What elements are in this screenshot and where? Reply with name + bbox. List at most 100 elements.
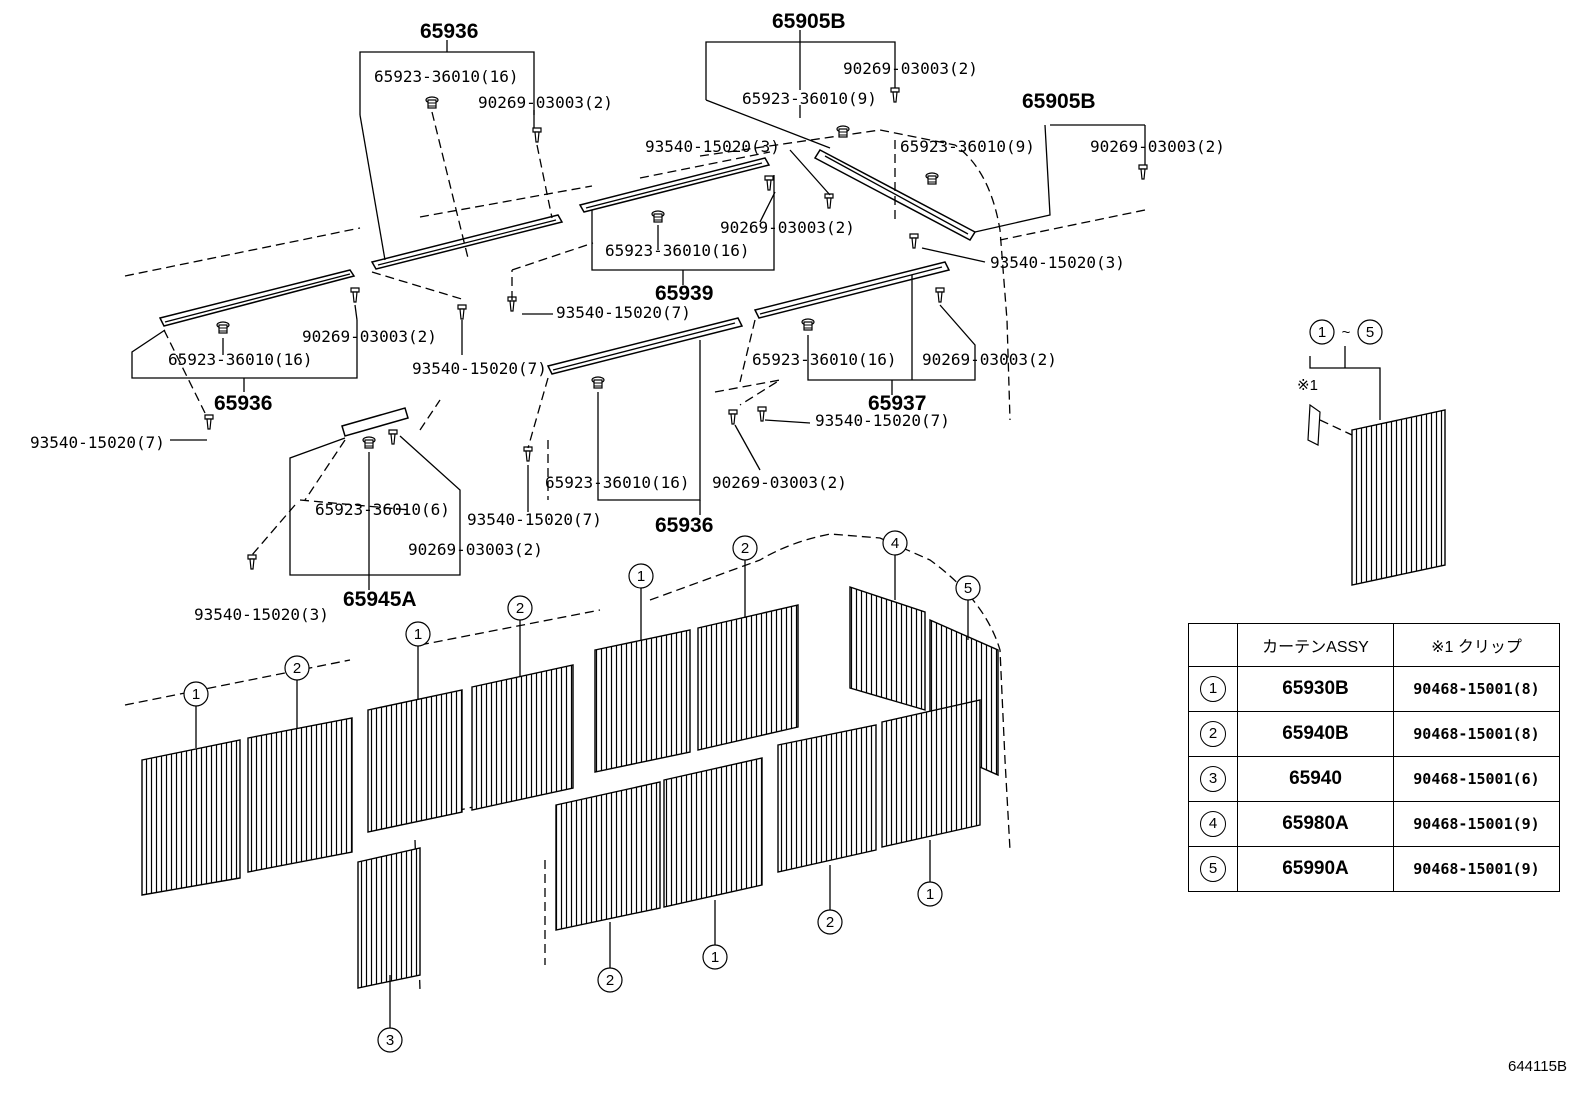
- legend-assy: 65930B: [1237, 666, 1394, 712]
- rail-65936-left: [158, 269, 356, 327]
- rail-65905B: [813, 149, 977, 241]
- legend-clip: 90468-15001(8): [1393, 711, 1560, 757]
- label-bolt-7-e: 93540-15020(7): [467, 510, 602, 529]
- label-screw-2-e: 90269-03003(2): [302, 327, 437, 346]
- label-clip-16-b: 65923-36010(16): [605, 241, 750, 260]
- label-clip-16-e: 65923-36010(16): [545, 473, 690, 492]
- rail-65936-lower: [546, 317, 744, 375]
- rail-65936-mid: [370, 214, 564, 270]
- legend-row: 4 65980A 90468-15001(9): [1188, 801, 1560, 847]
- label-clip-16-d: 65923-36010(16): [752, 350, 897, 369]
- svg-text:5: 5: [964, 580, 972, 597]
- label-screw-2-a: 90269-03003(2): [478, 93, 613, 112]
- callout-2: 2: [597, 967, 623, 993]
- svg-text:~: ~: [1342, 324, 1351, 341]
- legend-assy: 65990A: [1237, 846, 1394, 892]
- curtain-legend-table: カーテンASSY ※1 クリップ 1 65930B 90468-15001(8)…: [1188, 623, 1560, 892]
- legend-header-assy: カーテンASSY: [1237, 623, 1394, 667]
- label-screw-2-f: 90269-03003(2): [922, 350, 1057, 369]
- part-labels: 65936 65905B 65923-36010(16) 90269-03003…: [30, 10, 1225, 624]
- label-bolt-3-c: 93540-15020(3): [194, 605, 329, 624]
- label-65936-left: 65936: [214, 392, 272, 415]
- legend-row: 3 65940 90468-15001(6): [1188, 756, 1560, 802]
- legend-header-clip: ※1 クリップ: [1393, 623, 1560, 667]
- callout-1: 1: [405, 621, 431, 647]
- label-screw-2-b: 90269-03003(2): [843, 59, 978, 78]
- callout-leaders: [195, 346, 1381, 1028]
- svg-text:1: 1: [192, 686, 200, 703]
- legend-assy: 65940B: [1237, 711, 1394, 757]
- label-65936-lower: 65936: [655, 514, 713, 537]
- callout-4: 4: [882, 530, 908, 556]
- svg-text:1: 1: [711, 949, 719, 966]
- label-screw-2-d: 90269-03003(2): [720, 218, 855, 237]
- legend-row: 5 65990A 90468-15001(9): [1188, 846, 1560, 892]
- callout-1: 1: [628, 563, 654, 589]
- legend-num: 3: [1188, 756, 1238, 802]
- svg-text:3: 3: [386, 1032, 394, 1049]
- label-65939: 65939: [655, 282, 713, 305]
- svg-text:5: 5: [1366, 324, 1374, 341]
- callout-2: 2: [817, 909, 843, 935]
- rail-65937: [753, 261, 951, 319]
- legend-header-num: [1188, 623, 1238, 667]
- rail-65939: [578, 157, 771, 213]
- label-screw-2-c: 90269-03003(2): [1090, 137, 1225, 156]
- callout-1: 1: [917, 881, 943, 907]
- bracket-65945A: [341, 407, 409, 437]
- legend-clip: 90468-15001(9): [1393, 801, 1560, 847]
- callout-2: 2: [732, 535, 758, 561]
- label-65905B-right: 65905B: [1022, 90, 1096, 113]
- panel-callouts: 1 2 1 2 1 2 4 5 3 2 1 2 1 1 ~ 5 ※1: [183, 319, 1383, 1053]
- label-screw-2-h: 90269-03003(2): [408, 540, 543, 559]
- legend-row: 2 65940B 90468-15001(8): [1188, 711, 1560, 757]
- label-65937: 65937: [868, 392, 926, 415]
- legend-assy: 65940: [1237, 756, 1394, 802]
- legend-header-row: カーテンASSY ※1 クリップ: [1188, 623, 1560, 667]
- legend-row: 1 65930B 90468-15001(8): [1188, 666, 1560, 712]
- curtain-panels: [141, 409, 1446, 989]
- legend-num: 2: [1188, 711, 1238, 757]
- label-bolt-3-a: 93540-15020(3): [645, 137, 780, 156]
- label-clip-16-c: 65923-36010(16): [168, 350, 313, 369]
- svg-text:2: 2: [826, 914, 834, 931]
- callout-2: 2: [284, 655, 310, 681]
- legend-clip: 90468-15001(8): [1393, 666, 1560, 712]
- note-mark-clip: ※1: [1297, 377, 1318, 394]
- svg-text:1: 1: [414, 626, 422, 643]
- svg-text:1: 1: [637, 568, 645, 585]
- label-bolt-7-c: 93540-15020(7): [30, 433, 165, 452]
- svg-text:4: 4: [891, 535, 899, 552]
- callout-5: 5: [955, 575, 981, 601]
- label-bolt-3-b: 93540-15020(3): [990, 253, 1125, 272]
- callout-1: 1: [183, 681, 209, 707]
- callout-3: 3: [377, 1027, 403, 1053]
- svg-text:2: 2: [606, 972, 614, 989]
- catalog-code: 644115B: [1508, 1058, 1567, 1075]
- label-clip-9-a: 65923-36010(9): [742, 89, 877, 108]
- svg-text:2: 2: [741, 540, 749, 557]
- legend-num: 4: [1188, 801, 1238, 847]
- svg-text:2: 2: [516, 600, 524, 617]
- label-clip-16-a: 65923-36010(16): [374, 67, 519, 86]
- callout-1: 1: [702, 944, 728, 970]
- label-clip-6: 65923-36010(6): [315, 500, 450, 519]
- label-65905B-top: 65905B: [772, 10, 846, 33]
- svg-text:1: 1: [1318, 324, 1326, 341]
- legend-num: 5: [1188, 846, 1238, 892]
- svg-text:1: 1: [926, 886, 934, 903]
- callout-range: 1 ~ 5: [1309, 319, 1383, 345]
- legend-assy: 65980A: [1237, 801, 1394, 847]
- callout-2: 2: [507, 595, 533, 621]
- legend-clip: 90468-15001(9): [1393, 846, 1560, 892]
- legend-num: 1: [1188, 666, 1238, 712]
- label-clip-9-b: 65923-36010(9): [900, 137, 1035, 156]
- label-bolt-7-b: 93540-15020(7): [412, 359, 547, 378]
- label-screw-2-g: 90269-03003(2): [712, 473, 847, 492]
- label-65936-top: 65936: [420, 20, 478, 43]
- legend-clip: 90468-15001(6): [1393, 756, 1560, 802]
- leader-lines: [131, 30, 1146, 590]
- svg-text:2: 2: [293, 660, 301, 677]
- label-65945A: 65945A: [343, 588, 417, 611]
